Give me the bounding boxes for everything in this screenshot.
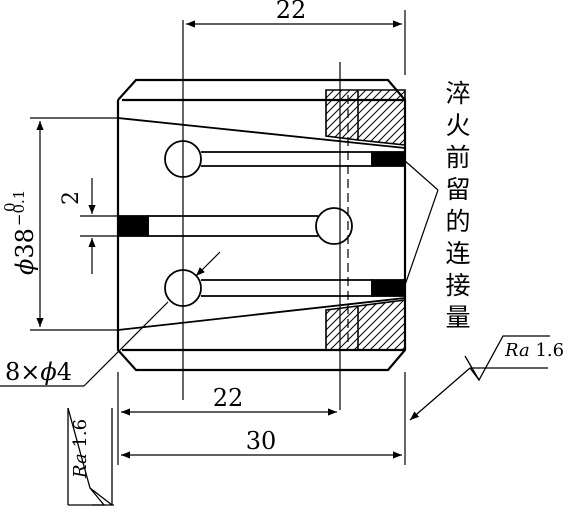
center-lines (182, 20, 349, 410)
note-char: 前 (445, 143, 471, 172)
roughness-symbol-left (67, 407, 114, 506)
note-char: 火 (445, 111, 471, 140)
roughness-right-text: Ra 1.6 (504, 340, 564, 361)
taper-bore (117, 117, 406, 331)
dim-diameter (30, 117, 118, 331)
note-char: 接 (445, 271, 471, 300)
dim-top-text: 22 (276, 0, 307, 24)
dim-diameter-tol-upper: 0 (1, 202, 19, 212)
dim-slot (80, 178, 118, 274)
note-char: 留 (445, 175, 471, 204)
note-char: 淬 (445, 79, 471, 108)
roughness-symbol-right (409, 335, 550, 421)
holes-callout-text: 8×ϕ4 (5, 358, 72, 386)
dim-overall-text: 30 (246, 427, 277, 455)
note-char: 量 (445, 303, 471, 332)
roughness-left-text: Ra 1.6 (70, 419, 91, 479)
dim-bottom-inner-text: 22 (213, 384, 244, 412)
holes-leader (0, 251, 221, 387)
dim-top (186, 10, 406, 75)
dim-diameter-text: ϕ38−0.1 (10, 190, 39, 275)
slots (117, 140, 406, 307)
hatched-section (325, 89, 406, 351)
dim-bottom-inner (117, 372, 337, 465)
note-leaders (403, 159, 439, 289)
dim-overall (121, 372, 406, 465)
note-char: 连 (445, 239, 471, 268)
note-char: 的 (445, 207, 471, 236)
heat-treat-note: 淬 火 前 留 的 连 接 量 (438, 78, 478, 334)
dim-slot-text: 2 (59, 191, 84, 205)
